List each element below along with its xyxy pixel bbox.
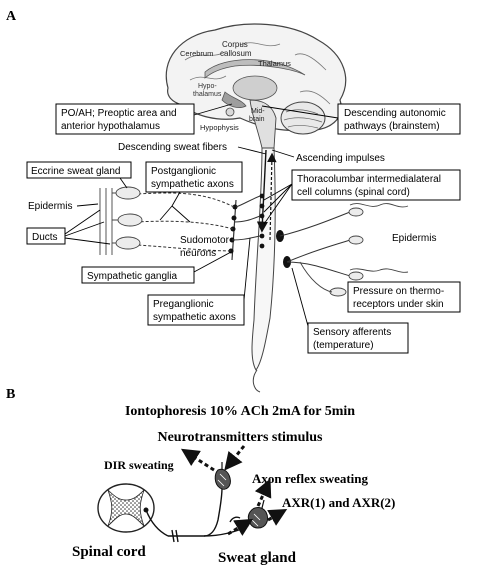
panel-b-subtitle: Neurotransmitters stimulus [157,430,323,445]
brain-illustration [165,23,347,149]
label-poah: PO/AH; Preoptic area and anterior hypoth… [55,103,233,135]
label-preganglionic-line2: sympathetic axons [153,312,236,323]
arrow-dir-out [180,448,215,472]
label-axon-reflex: Axon reflex sweating [252,471,369,486]
label-spinal-cord: Spinal cord [72,544,146,560]
label-ascending-impulses: Ascending impulses [296,153,385,164]
label-eccrine-sweat-gland-text: Eccrine sweat gland [31,166,121,177]
label-postganglionic: Postganglionic sympathetic axons [145,161,243,223]
label-thoracolumbar-line2: cell columns (spinal cord) [297,187,410,198]
label-descending-autonomic: Descending autonomic pathways (brainstem… [261,103,461,135]
label-sensory-afferents-line2: (temperature) [313,340,374,351]
brain-label-hypothalamus-1: Hypo- [198,83,217,90]
label-thoracolumbar: Thoracolumbar intermedialateral cell col… [263,169,461,225]
label-descending-sweat-fibers: Descending sweat fibers [118,142,227,153]
nerve-pathway [145,487,249,543]
label-sensory-afferents: Sensory afferents (temperature) [291,267,409,354]
spinal-cord-illustration [251,147,291,393]
label-thoracolumbar-line1: Thoracolumbar intermedialateral [297,174,441,185]
label-dir-sweating: DIR sweating [104,458,174,472]
brain-label-thalamus: Thalamus [258,59,291,68]
left-skin [99,186,143,255]
label-pressure-line2: receptors under skin [353,299,444,310]
label-ducts: Ducts [26,209,111,245]
brain-label-midbrain-2: brain [249,116,265,123]
brain-label-callosum: callosum [220,49,252,58]
label-descending-autonomic-line2: pathways (brainstem) [344,121,440,132]
label-sweat-gland: Sweat gland [218,550,297,566]
label-sensory-afferents-line1: Sensory afferents [313,327,391,338]
label-poah-line2: anterior hypothalamus [61,121,160,132]
sympathetic-chain [119,192,351,277]
label-sympathetic-ganglia: Sympathetic ganglia [81,251,232,284]
sweat-gland-upper [214,462,231,490]
panel-b-letter: B [6,387,15,402]
label-pressure-line1: Pressure on thermo- [353,286,444,297]
sweat-gland-lower [247,499,269,529]
brain-label-hypophysis: Hypophysis [200,123,239,132]
brain-label-midbrain-1: Mid- [251,108,265,115]
label-eccrine-sweat-gland: Eccrine sweat gland [26,161,132,189]
panel-b-title: Iontophoresis 10% ACh 2mA for 5min [125,404,355,419]
brain-label-hypothalamus-2: thalamus [193,91,222,98]
brain-label-corpus: Corpus [222,40,248,49]
label-postganglionic-line1: Postganglionic [151,166,216,177]
panel-a-letter: A [6,9,17,24]
spinal-cord-section [97,483,155,533]
label-sympathetic-ganglia-text: Sympathetic ganglia [87,271,177,282]
label-pressure: Pressure on thermo- receptors under skin [347,281,461,313]
label-postganglionic-line2: sympathetic axons [151,179,234,190]
label-ducts-text: Ducts [32,232,58,243]
label-axr: AXR(1) and AXR(2) [282,495,395,510]
arrows-panel-b [180,445,288,536]
arrow-axr-out [267,509,288,526]
right-skin [299,203,409,297]
arrow-stim-in-upper [224,445,246,471]
brain-label-cerebrum: Cerebrum [180,49,213,58]
label-preganglionic-line1: Preganglionic [153,299,214,310]
label-epidermis-left: Epidermis [28,201,72,212]
label-preganglionic: Preganglionic sympathetic axons [147,237,251,326]
arrow-stim-in-lower [227,518,254,536]
label-poah-line1: PO/AH; Preoptic area and [61,108,177,119]
label-sudomotor-2: neurons [180,248,216,259]
label-epidermis-right: Epidermis [392,233,436,244]
label-descending-autonomic-line1: Descending autonomic [344,108,446,119]
label-sudomotor-1: Sudomotor [180,235,230,246]
